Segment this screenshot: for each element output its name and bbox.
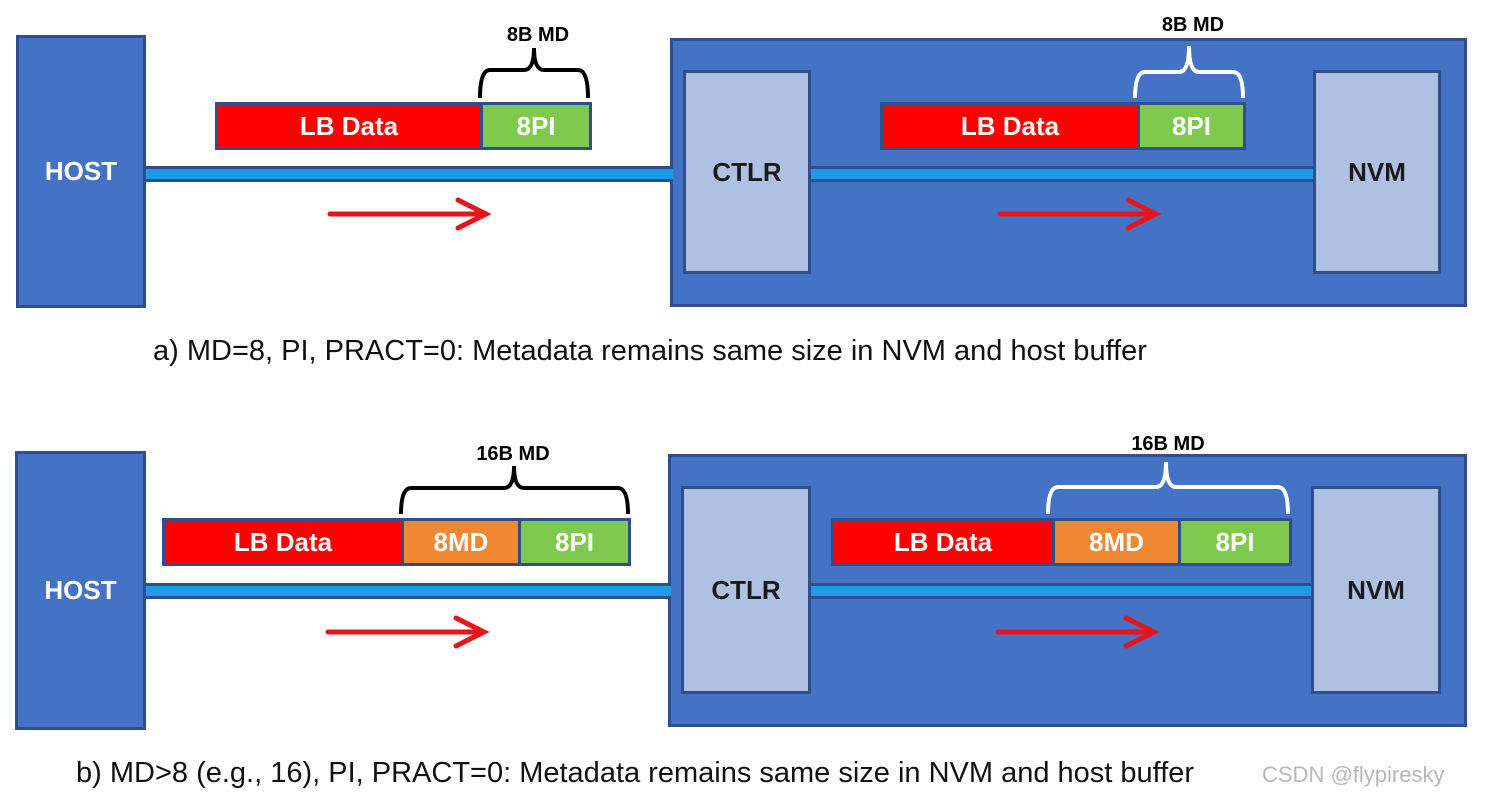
watermark: CSDN @flypiresky [1262,762,1445,787]
host-box-b: HOST [15,451,146,730]
ctlr-box-b: CTLR [681,486,811,694]
nvm-box-b: NVM [1311,486,1441,694]
host-brace-label-a: 8B MD [506,24,570,46]
arrow-right-host-b [325,615,490,649]
brace-host-b [399,465,630,515]
device-brace-label-a: 8B MD [1161,14,1225,36]
brace-host-a [478,47,590,99]
host-packet-a: LB Data 8PI [215,102,592,150]
lb-data-segment: LB Data [165,521,401,563]
device-packet-a: LB Data 8PI [880,102,1246,150]
arrow-right-host-a [327,197,492,231]
pi-segment: 8PI [1137,105,1243,147]
bus-host-ctlr-a [143,166,673,182]
lb-data-segment: LB Data [883,105,1137,147]
md-segment: 8MD [401,521,518,563]
bus-ctlr-nvm-a [808,166,1316,182]
brace-device-a [1133,45,1245,99]
pi-segment: 8PI [480,105,589,147]
pi-segment: 8PI [1178,521,1289,563]
device-brace-label-b: 16B MD [1131,433,1205,455]
ctlr-box-a: CTLR [683,70,811,274]
nvm-box-a: NVM [1313,70,1441,274]
brace-device-b [1046,461,1290,515]
lb-data-segment: LB Data [218,105,480,147]
host-brace-label-b: 16B MD [476,443,550,465]
lb-data-segment: LB Data [834,521,1052,563]
bus-ctlr-nvm-b [808,583,1314,599]
bus-host-ctlr-b [143,583,671,599]
caption-a: a) MD=8, PI, PRACT=0: Metadata remains s… [153,335,1147,367]
device-packet-b: LB Data 8MD 8PI [831,518,1292,566]
caption-b: b) MD>8 (e.g., 16), PI, PRACT=0: Metadat… [76,757,1195,789]
host-box-a: HOST [16,35,146,308]
arrow-right-device-b [995,615,1160,649]
arrow-right-device-a [997,197,1162,231]
md-segment: 8MD [1052,521,1178,563]
host-packet-b: LB Data 8MD 8PI [162,518,631,566]
pi-segment: 8PI [518,521,628,563]
